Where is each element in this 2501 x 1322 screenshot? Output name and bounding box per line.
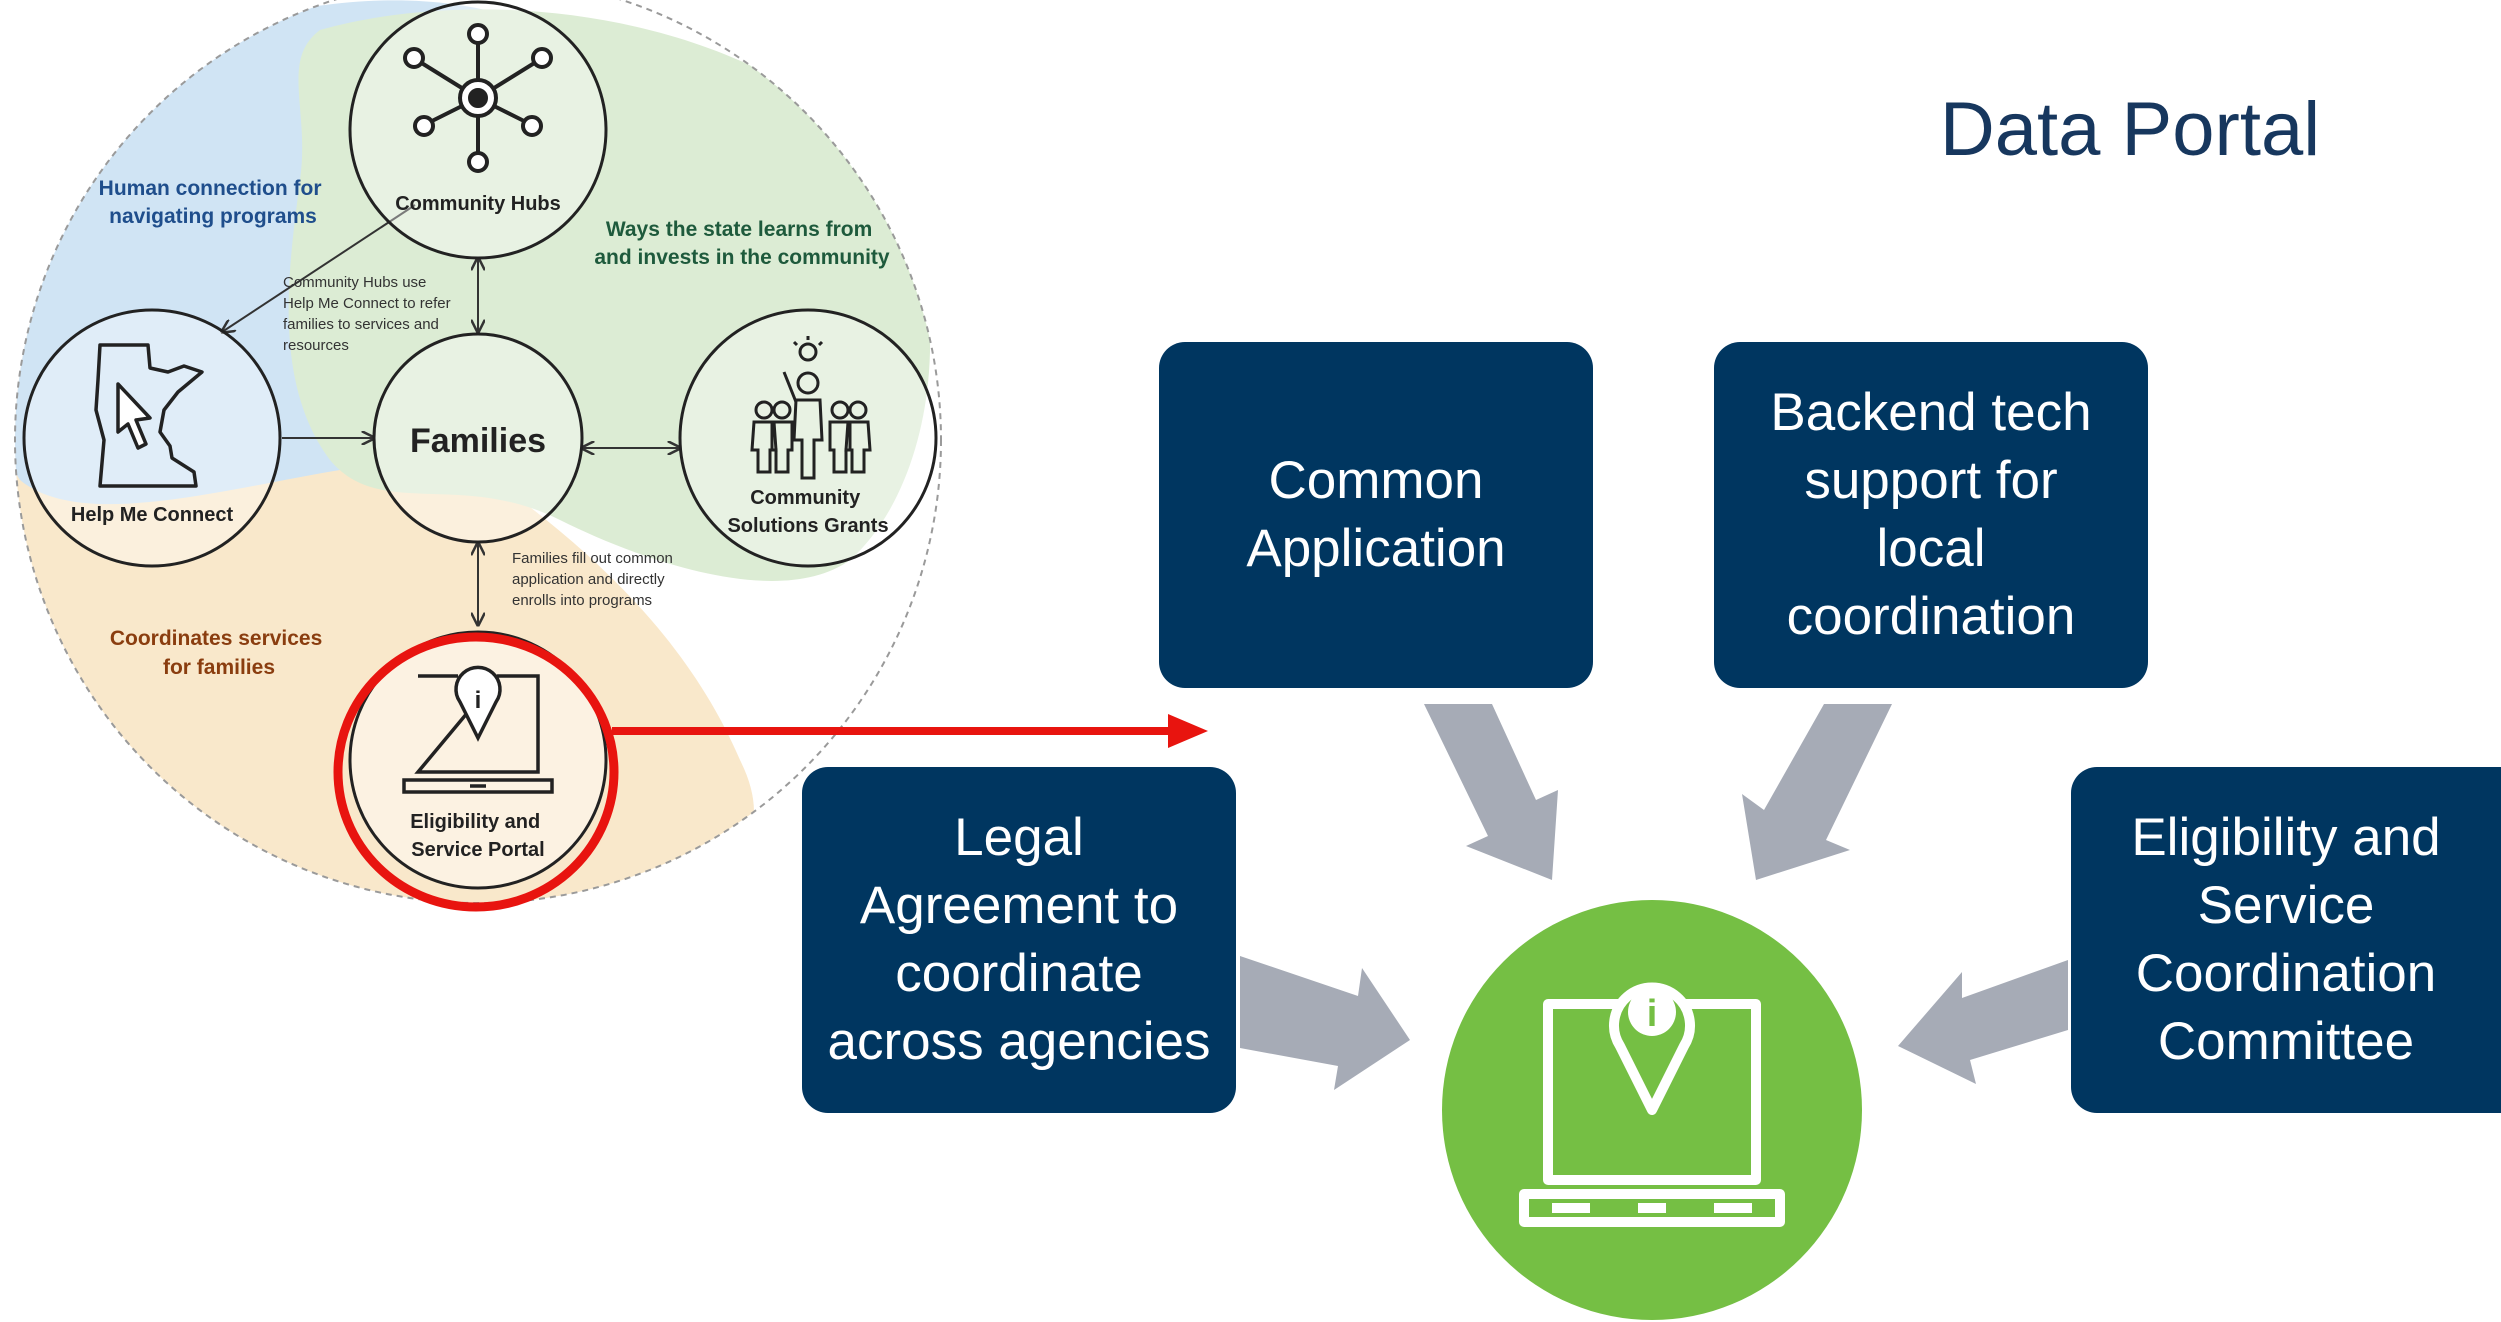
- node-families: Families: [372, 332, 584, 544]
- node-label-grants: Community Solutions Grants: [727, 487, 888, 537]
- label-coordinates-services: Coordinates services for families: [110, 627, 328, 679]
- svg-text:i: i: [1647, 993, 1658, 1035]
- node-label-help-me-connect: Help Me Connect: [71, 504, 234, 526]
- box-common-application: Common Application: [1159, 342, 1593, 688]
- node-label-hubs: Community Hubs: [395, 193, 561, 215]
- arrow-backend-to-portal: [1742, 704, 1892, 880]
- ecosystem-connectors: [222, 204, 680, 625]
- node-label-portal: Eligibility and Service Portal: [410, 811, 546, 861]
- node-label-families: Families: [410, 422, 546, 460]
- connector-hubs-helpmeconnect: [222, 204, 416, 332]
- gray-arrows: [1240, 704, 2068, 1090]
- box-backend-tech-support: Backend tech support for local coordinat…: [1714, 342, 2148, 688]
- box-legal-agreement: Legal Agreement to coordinate across age…: [802, 767, 1236, 1113]
- svg-text:i: i: [475, 687, 482, 714]
- page-title: Data Portal: [1939, 87, 2321, 172]
- people-lightbulb-icon: [750, 336, 872, 480]
- network-hub-icon: [403, 23, 553, 173]
- node-eligibility-service-portal: i Eligibility and Service Portal: [348, 630, 608, 890]
- region-green: [288, 9, 931, 581]
- region-blobs: [15, 0, 931, 903]
- node-community-hubs: Community Hubs: [348, 0, 608, 260]
- arrow-eligibility-to-portal: [1898, 960, 2068, 1084]
- laptop-info-icon: i: [402, 665, 554, 794]
- minnesota-cursor-icon: [94, 343, 204, 488]
- laptop-info-icon-large: i: [1519, 982, 1785, 1227]
- portal-highlight-ring: [333, 632, 619, 912]
- node-help-me-connect: Help Me Connect: [22, 308, 282, 568]
- note-families-fill: Families fill out common application and…: [512, 550, 677, 609]
- node-community-solutions-grants: Community Solutions Grants: [678, 308, 938, 568]
- label-state-learns: Ways the state learns from and invests i…: [594, 218, 890, 269]
- box-eligibility-committee: Eligibility and Service Coordination Com…: [2071, 767, 2501, 1113]
- highlight-arrow: [612, 714, 1208, 748]
- label-human-connection: Human connection for navigating programs: [99, 177, 328, 228]
- arrow-common-to-portal: [1424, 704, 1558, 880]
- arrow-legal-to-portal: [1240, 956, 1410, 1090]
- note-hubs-refer: Community Hubs use Help Me Connect to re…: [283, 274, 455, 354]
- portal-green-circle: i: [1442, 900, 1862, 1320]
